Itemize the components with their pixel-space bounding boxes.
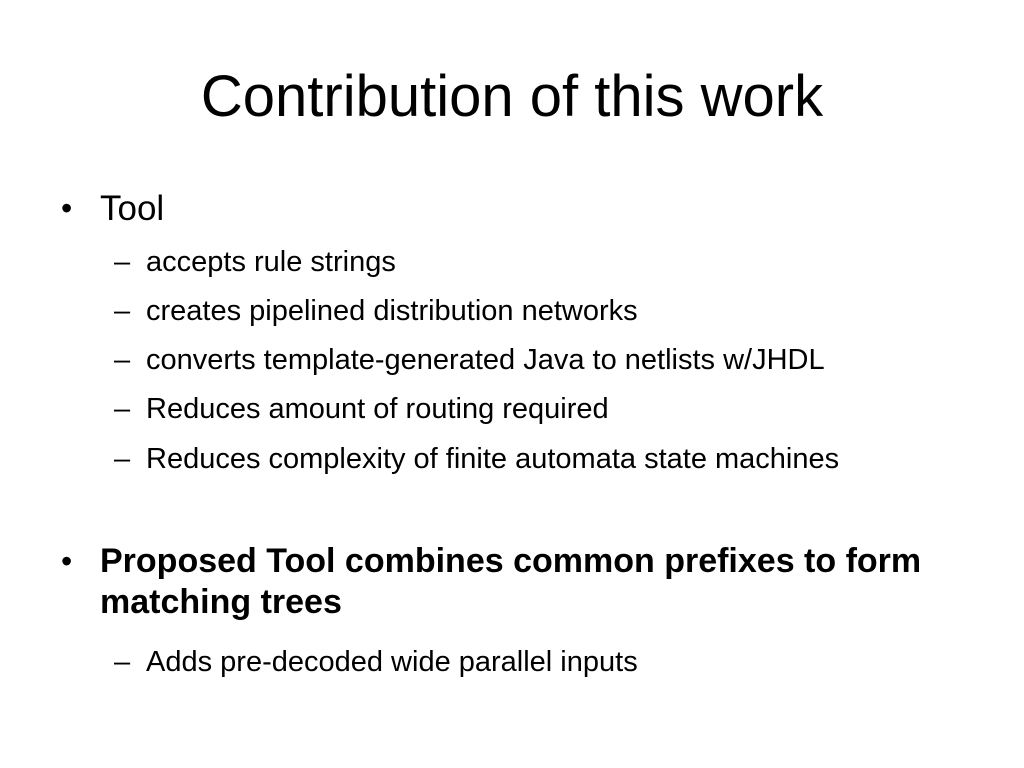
sub-bullet-text: Adds pre-decoded wide parallel inputs — [146, 646, 638, 678]
dash-icon: – — [114, 443, 131, 475]
sub-bullet-text: accepts rule strings — [146, 246, 396, 278]
sub-bullet-text: Reduces complexity of finite automata st… — [146, 443, 840, 475]
bullet-dot-icon: • — [61, 543, 73, 579]
dash-icon: – — [114, 646, 131, 678]
dash-icon: – — [114, 246, 131, 278]
bullet-dot-icon: • — [61, 190, 73, 226]
sub-bullet-text: converts template-generated Java to netl… — [146, 344, 825, 376]
sub-bullet-text: Reduces amount of routing required — [146, 393, 609, 425]
dash-icon: – — [114, 393, 131, 425]
slide-title: Contribution of this work — [200, 64, 824, 129]
bullet-text: Proposed Tool combines common prefixes t… — [100, 542, 922, 621]
dash-icon: – — [114, 295, 131, 327]
bullet-text: Tool — [100, 189, 165, 228]
dash-icon: – — [114, 344, 131, 376]
sub-bullet-text: creates pipelined distribution networks — [146, 295, 638, 327]
